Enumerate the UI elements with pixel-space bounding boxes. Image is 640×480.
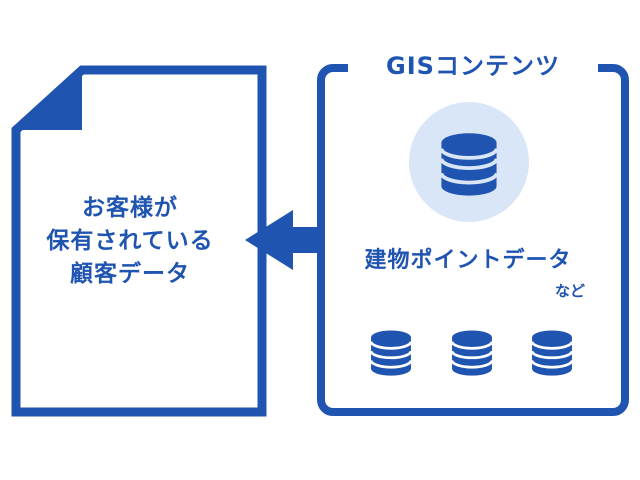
gis-box-label-suffix: など: [554, 282, 585, 300]
arrow-left-icon: [245, 210, 325, 270]
database-small-icon-1: [369, 330, 413, 376]
database-small-icon-3: [530, 330, 574, 376]
document-line: 顧客データ: [70, 261, 190, 287]
gis-box-title: GISコンテンツ: [348, 50, 598, 82]
document-fold-corner: [16, 70, 82, 130]
document-line: 保有されている: [46, 228, 214, 254]
gis-box-label: 建物ポイントデータ: [364, 248, 572, 273]
database-main-icon: [409, 102, 529, 222]
document-text: お客様が 保有されている 顧客データ: [40, 192, 220, 291]
database-small-icon-2: [450, 330, 494, 376]
document-line: お客様が: [82, 195, 178, 221]
